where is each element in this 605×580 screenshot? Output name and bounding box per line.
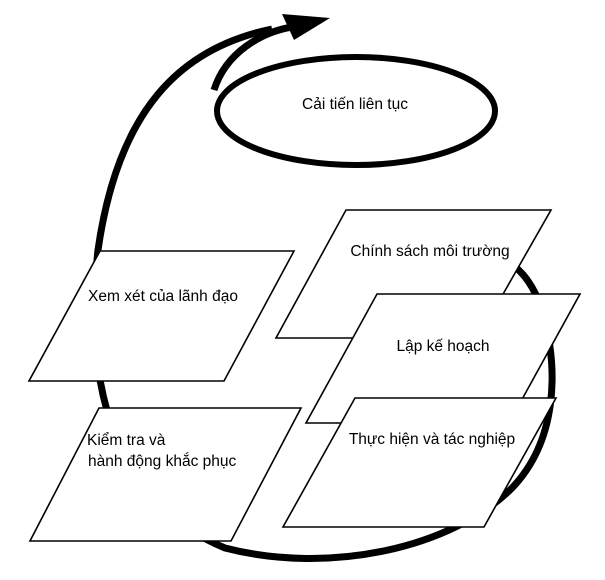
continuous-improvement-label: Cải tiến liên tục bbox=[302, 96, 408, 113]
svg-text:Xem xét của lãnh đạo: Xem xét của lãnh đạo bbox=[88, 288, 238, 305]
step-planning: Lập kế hoạch bbox=[304, 293, 582, 424]
svg-text:Chính sách môi trường: Chính sách môi trường bbox=[350, 243, 509, 260]
improvement-loop-tail bbox=[210, 23, 293, 92]
step-checking-corrective-action: Kiểm tra và hành động khắc phục bbox=[28, 407, 303, 542]
cycle-loop-arc bbox=[90, 25, 556, 562]
svg-text:Kiểm tra và: Kiểm tra và bbox=[87, 432, 166, 449]
svg-text:hành động khắc phục: hành động khắc phục bbox=[88, 453, 236, 470]
step-implementation: Thực hiện và tác nghiệp bbox=[281, 397, 558, 528]
svg-text:Thực hiện và tác nghiệp: Thực hiện và tác nghiệp bbox=[349, 431, 515, 448]
step-management-review: Xem xét của lãnh đạo bbox=[27, 250, 296, 382]
improvement-loop-ellipse bbox=[214, 54, 498, 168]
arrow-head-icon bbox=[282, 14, 330, 40]
svg-text:Lập kế hoạch: Lập kế hoạch bbox=[396, 338, 489, 355]
